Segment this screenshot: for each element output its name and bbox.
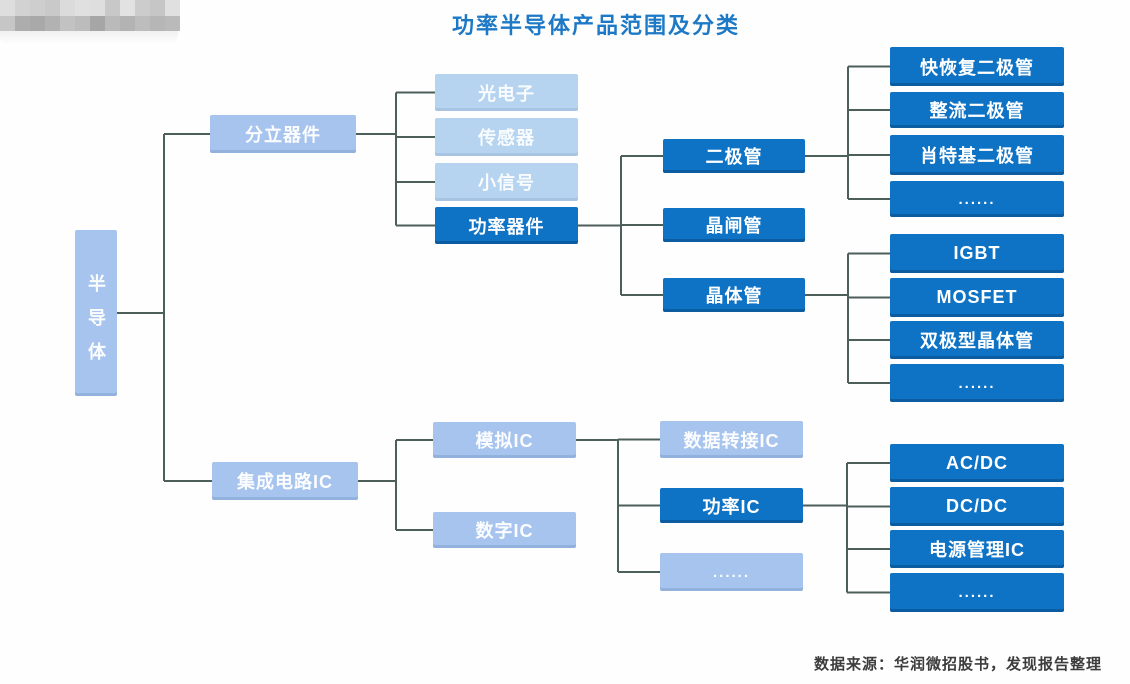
node-power-devices: 功率器件 <box>435 207 578 244</box>
watermark-pixel <box>105 0 120 16</box>
node-optoelectronics: 光电子 <box>435 74 578 111</box>
data-source-note: 数据来源：华润微招股书，发现报告整理 <box>813 656 1102 673</box>
watermark-pixel <box>75 0 90 16</box>
node-sensor: 传感器 <box>435 118 578 156</box>
node-discrete-devices: 分立器件 <box>210 115 356 153</box>
node-transistor-more: ...... <box>890 364 1064 402</box>
node-fast-recovery-diode: 快恢复二极管 <box>890 47 1064 86</box>
node-data-converter-ic: 数据转接IC <box>660 421 803 458</box>
node-analog-ic: 模拟IC <box>433 422 576 458</box>
watermark-pixel <box>165 0 180 16</box>
node-semiconductor: 半导体 <box>75 230 117 396</box>
node-thyristor: 晶闸管 <box>663 208 805 242</box>
node-power-ic-more: ...... <box>890 573 1064 612</box>
node-digital-ic: 数字IC <box>433 512 576 548</box>
watermark-pixel <box>165 16 180 31</box>
node-ac-dc: AC/DC <box>890 444 1064 482</box>
node-integrated-circuit: 集成电路IC <box>212 462 358 500</box>
watermark-pixel <box>120 16 135 31</box>
watermark-pixel <box>75 16 90 31</box>
node-mosfet: MOSFET <box>890 278 1064 317</box>
node-transistor: 晶体管 <box>663 278 805 312</box>
watermark-pixel <box>45 16 60 31</box>
page-title: 功率半导体产品范围及分类 <box>451 13 740 38</box>
redacted-watermark <box>0 0 180 44</box>
node-schottky-diode: 肖特基二极管 <box>890 135 1064 175</box>
node-power-management-ic: 电源管理IC <box>890 530 1064 568</box>
watermark-pixel <box>150 0 165 16</box>
watermark-row <box>0 0 180 16</box>
node-dc-dc: DC/DC <box>890 487 1064 526</box>
watermark-pixel <box>60 16 75 31</box>
node-diode: 二极管 <box>663 139 805 173</box>
node-igbt: IGBT <box>890 234 1064 273</box>
watermark-pixel <box>120 0 135 16</box>
watermark-row <box>0 16 180 31</box>
watermark-pixel <box>90 16 105 31</box>
watermark-pixel <box>135 0 150 16</box>
watermark-pixel <box>0 0 15 16</box>
watermark-fade <box>0 31 178 44</box>
node-rectifier-diode: 整流二极管 <box>890 92 1064 128</box>
node-analog-ic-more: ...... <box>660 553 803 591</box>
watermark-pixel <box>15 0 30 16</box>
watermark-pixel <box>15 16 30 31</box>
watermark-pixel <box>90 0 105 16</box>
node-small-signal: 小信号 <box>435 163 578 201</box>
watermark-pixel <box>30 16 45 31</box>
watermark-pixel <box>105 16 120 31</box>
watermark-pixel <box>150 16 165 31</box>
node-bipolar-transistor: 双极型晶体管 <box>890 321 1064 359</box>
watermark-pixel <box>60 0 75 16</box>
node-power-ic: 功率IC <box>660 488 803 523</box>
watermark-pixel <box>0 16 15 31</box>
watermark-pixel <box>135 16 150 31</box>
watermark-pixel <box>30 0 45 16</box>
node-diode-more: ...... <box>890 181 1064 217</box>
watermark-pixel <box>45 0 60 16</box>
